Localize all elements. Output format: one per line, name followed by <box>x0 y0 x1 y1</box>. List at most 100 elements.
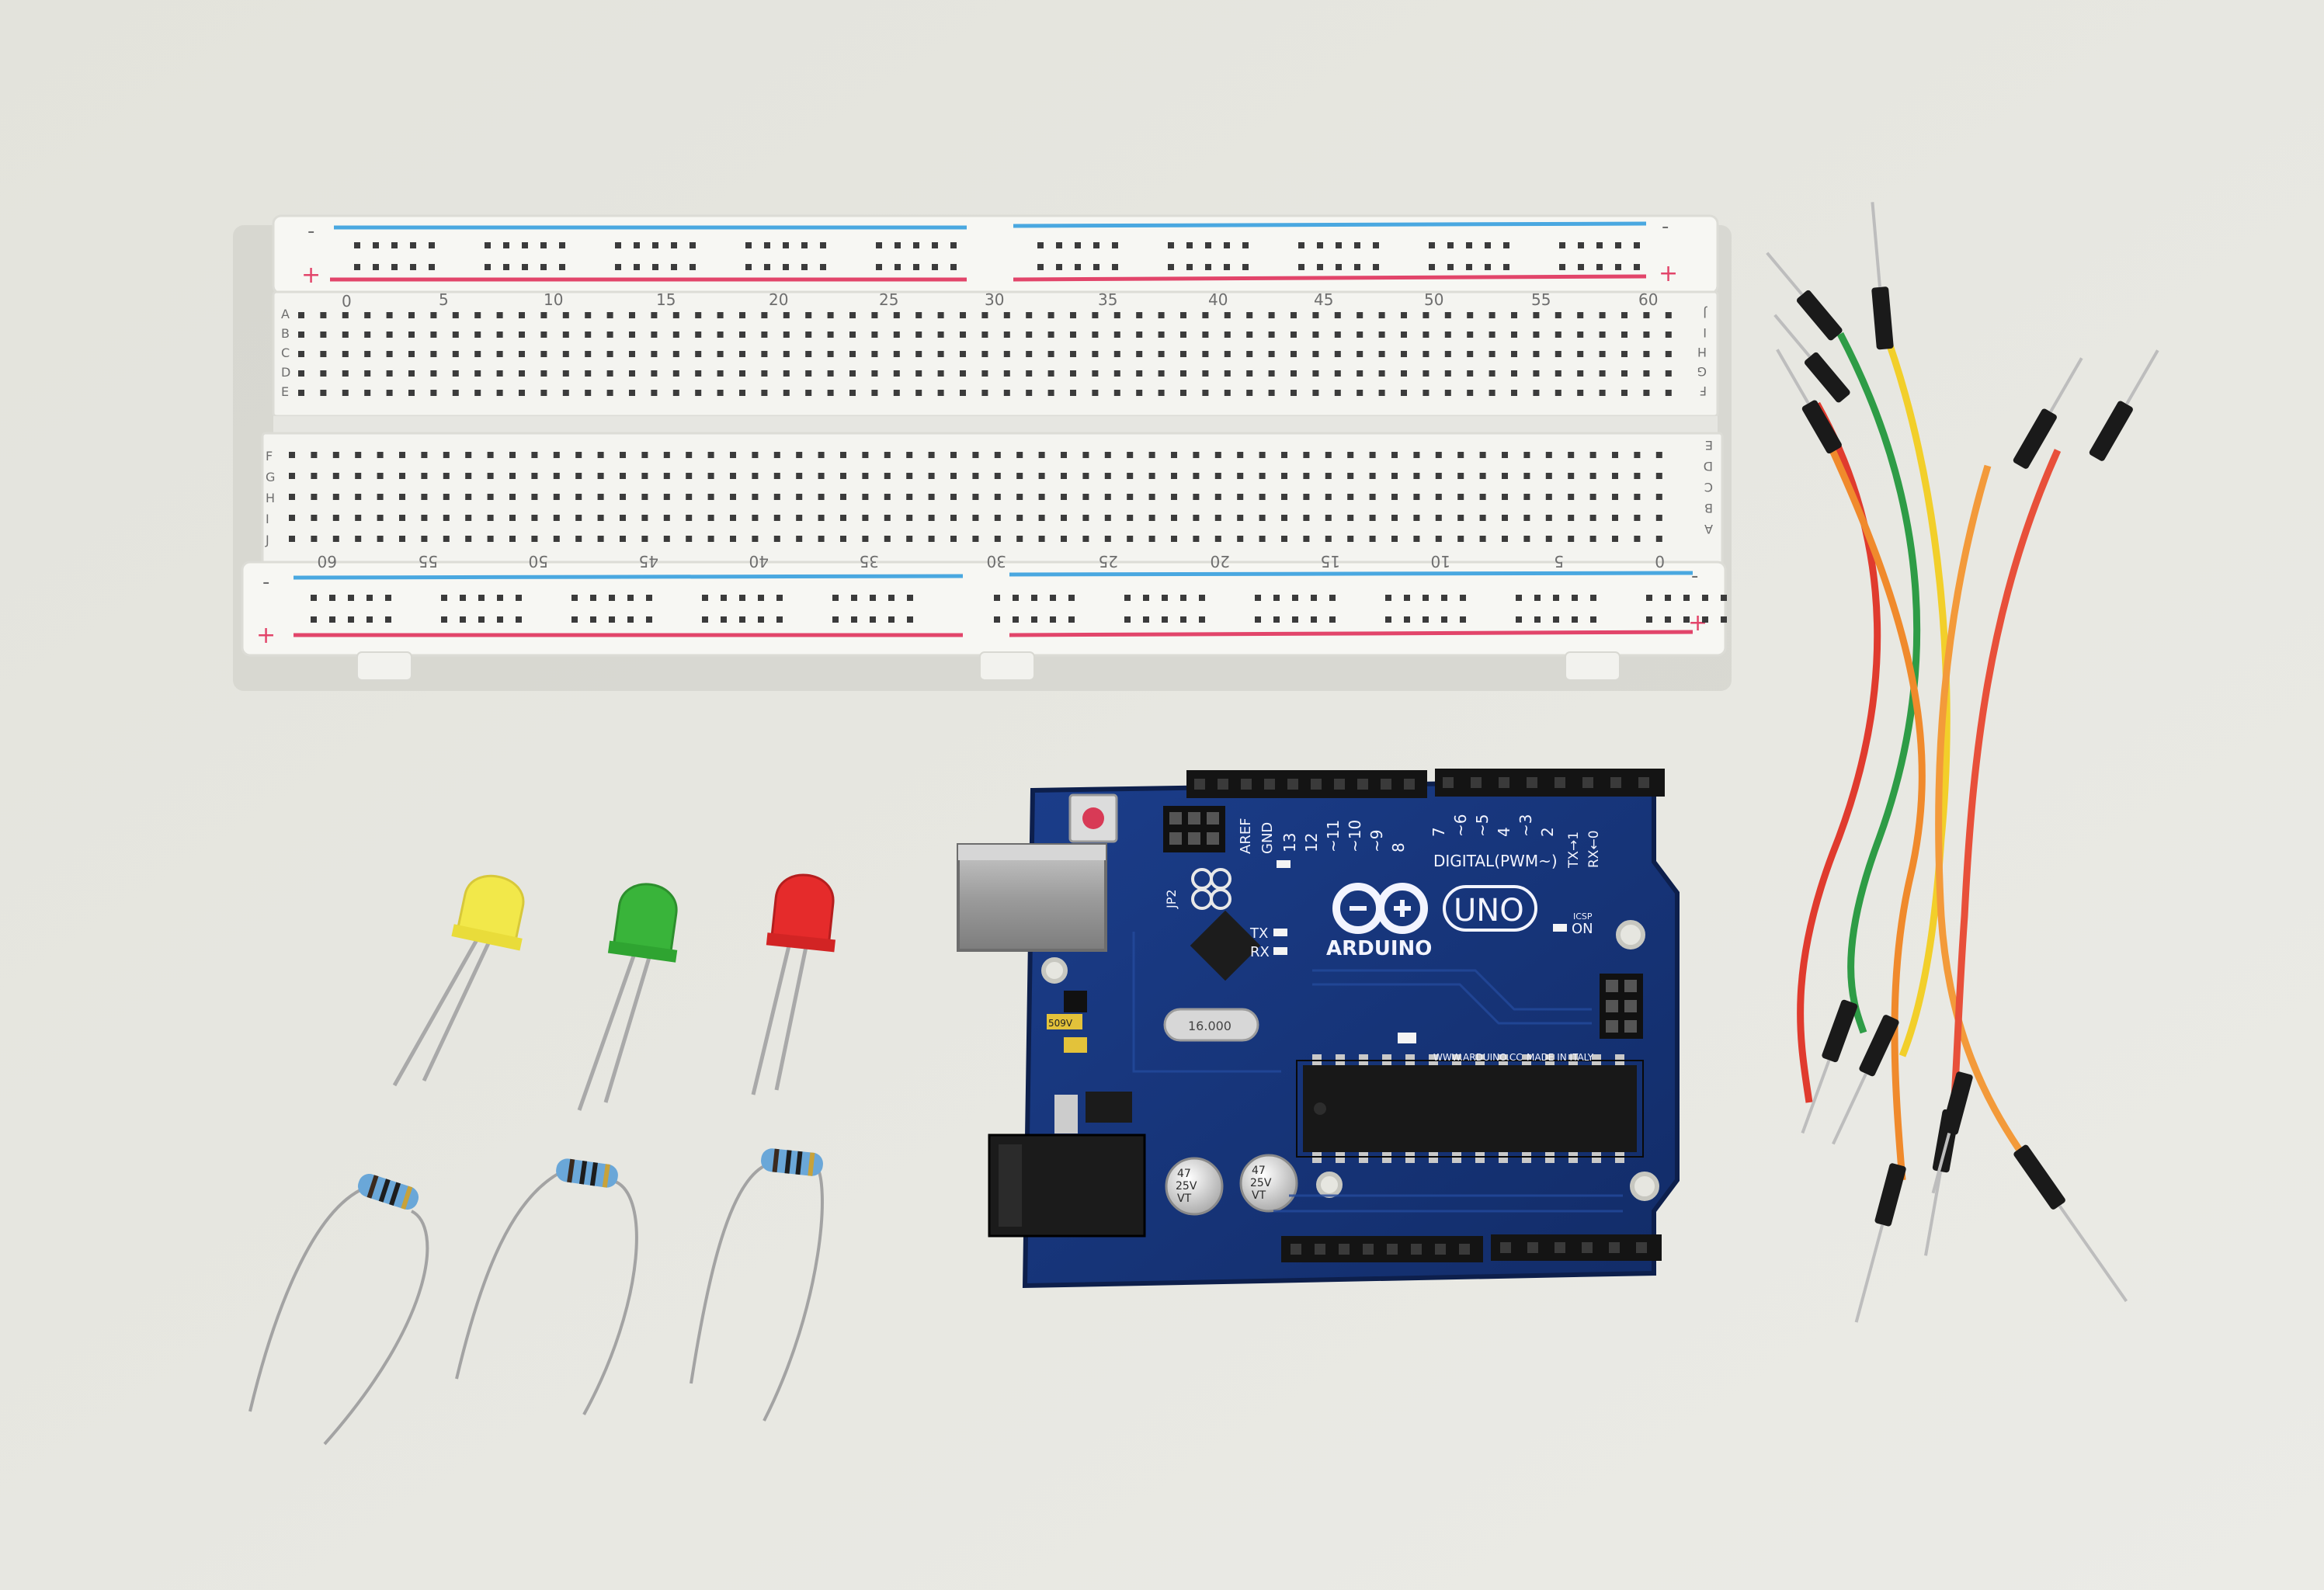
breadboard-hole[interactable] <box>1533 332 1540 338</box>
breadboard-hole[interactable] <box>1242 242 1249 248</box>
breadboard-hole[interactable] <box>907 595 913 601</box>
breadboard-hole[interactable] <box>1489 370 1495 377</box>
breadboard-hole[interactable] <box>1545 494 1552 500</box>
breadboard-hole[interactable] <box>1354 264 1360 270</box>
breadboard-hole[interactable] <box>1038 473 1045 479</box>
breadboard-hole[interactable] <box>1298 264 1304 270</box>
breadboard-hole[interactable] <box>1423 312 1429 318</box>
breadboard-hole[interactable] <box>1643 370 1650 377</box>
breadboard-hole[interactable] <box>519 370 525 377</box>
breadboard-hole[interactable] <box>289 515 295 521</box>
breadboard-hole[interactable] <box>1047 351 1054 357</box>
breadboard-hole[interactable] <box>1171 515 1177 521</box>
header-socket[interactable] <box>1500 1242 1511 1253</box>
breadboard-hole[interactable] <box>474 332 481 338</box>
breadboard-hole[interactable] <box>686 536 693 542</box>
breadboard-hole[interactable] <box>1347 494 1354 500</box>
breadboard-hole[interactable] <box>311 515 318 521</box>
breadboard-hole[interactable] <box>1180 616 1186 623</box>
breadboard-hole[interactable] <box>516 595 522 601</box>
breadboard-hole[interactable] <box>1444 312 1451 318</box>
breadboard-hole[interactable] <box>981 312 988 318</box>
breadboard-hole[interactable] <box>960 312 966 318</box>
breadboard-hole[interactable] <box>950 264 957 270</box>
breadboard-hole[interactable] <box>1056 242 1062 248</box>
breadboard-hole[interactable] <box>893 351 900 357</box>
breadboard-hole[interactable] <box>1568 536 1575 542</box>
breadboard-hole[interactable] <box>342 351 349 357</box>
breadboard-hole[interactable] <box>1061 473 1067 479</box>
breadboard-hole[interactable] <box>1599 312 1606 318</box>
breadboard-hole[interactable] <box>1050 616 1056 623</box>
breadboard-hole[interactable] <box>671 242 677 248</box>
breadboard-hole[interactable] <box>1357 332 1363 338</box>
breadboard-hole[interactable] <box>1511 370 1517 377</box>
breadboard-hole[interactable] <box>1136 351 1143 357</box>
breadboard-hole[interactable] <box>1523 473 1530 479</box>
breadboard-hole[interactable] <box>585 332 592 338</box>
breadboard-hole[interactable] <box>1553 595 1559 601</box>
breadboard-hole[interactable] <box>1050 595 1056 601</box>
breadboard-hole[interactable] <box>509 473 516 479</box>
breadboard-hole[interactable] <box>421 515 428 521</box>
breadboard-hole[interactable] <box>1292 616 1298 623</box>
breadboard-hole[interactable] <box>928 515 935 521</box>
breadboard-hole[interactable] <box>465 494 472 500</box>
breadboard-hole[interactable] <box>1378 312 1385 318</box>
breadboard-hole[interactable] <box>1577 332 1584 338</box>
breadboard-hole[interactable] <box>553 473 560 479</box>
breadboard-hole[interactable] <box>707 536 714 542</box>
breadboard-hole[interactable] <box>366 595 373 601</box>
breadboard-hole[interactable] <box>1334 312 1341 318</box>
breadboard-hole[interactable] <box>487 452 494 458</box>
breadboard-hole[interactable] <box>1378 351 1385 357</box>
breadboard-hole[interactable] <box>739 351 745 357</box>
breadboard-hole[interactable] <box>1655 536 1662 542</box>
breadboard-hole[interactable] <box>1534 616 1541 623</box>
header-socket[interactable] <box>1555 1242 1565 1253</box>
breadboard-hole[interactable] <box>960 370 966 377</box>
breadboard-hole[interactable] <box>783 370 790 377</box>
breadboard-hole[interactable] <box>474 351 481 357</box>
breadboard-hole[interactable] <box>1441 595 1447 601</box>
breadboard-hole[interactable] <box>1702 616 1708 623</box>
breadboard-hole[interactable] <box>421 536 428 542</box>
breadboard-hole[interactable] <box>1268 390 1275 396</box>
breadboard-hole[interactable] <box>773 452 780 458</box>
breadboard-hole[interactable] <box>796 494 803 500</box>
breadboard-hole[interactable] <box>651 370 658 377</box>
breadboard-hole[interactable] <box>1329 616 1336 623</box>
breadboard-hole[interactable] <box>686 515 693 521</box>
breadboard-hole[interactable] <box>745 264 752 270</box>
breadboard-hole[interactable] <box>1357 351 1363 357</box>
breadboard-hole[interactable] <box>1385 595 1391 601</box>
breadboard-hole[interactable] <box>1003 351 1010 357</box>
breadboard-hole[interactable] <box>686 494 693 500</box>
breadboard-hole[interactable] <box>641 452 648 458</box>
breadboard-hole[interactable] <box>1466 242 1472 248</box>
breadboard-hole[interactable] <box>559 242 565 248</box>
breadboard-hole[interactable] <box>1378 390 1385 396</box>
breadboard-hole[interactable] <box>862 494 869 500</box>
breadboard-hole[interactable] <box>707 494 714 500</box>
breadboard-hole[interactable] <box>1038 494 1045 500</box>
breadboard-hole[interactable] <box>1303 452 1310 458</box>
breadboard-hole[interactable] <box>1457 536 1464 542</box>
breadboard-hole[interactable] <box>1075 242 1081 248</box>
breadboard-hole[interactable] <box>1068 595 1075 601</box>
breadboard-hole[interactable] <box>1127 452 1134 458</box>
breadboard-hole[interactable] <box>1291 390 1297 396</box>
breadboard-hole[interactable] <box>1038 536 1045 542</box>
breadboard-hole[interactable] <box>707 473 714 479</box>
breadboard-hole[interactable] <box>827 370 834 377</box>
breadboard-hole[interactable] <box>1485 264 1491 270</box>
breadboard-hole[interactable] <box>320 332 327 338</box>
breadboard-hole[interactable] <box>1413 494 1420 500</box>
breadboard-hole[interactable] <box>620 494 626 500</box>
breadboard-hole[interactable] <box>606 390 613 396</box>
breadboard-hole[interactable] <box>1214 494 1221 500</box>
breadboard-hole[interactable] <box>1136 312 1143 318</box>
breadboard-hole[interactable] <box>871 351 878 357</box>
breadboard-hole[interactable] <box>1075 264 1081 270</box>
header-socket[interactable] <box>1291 1244 1301 1255</box>
